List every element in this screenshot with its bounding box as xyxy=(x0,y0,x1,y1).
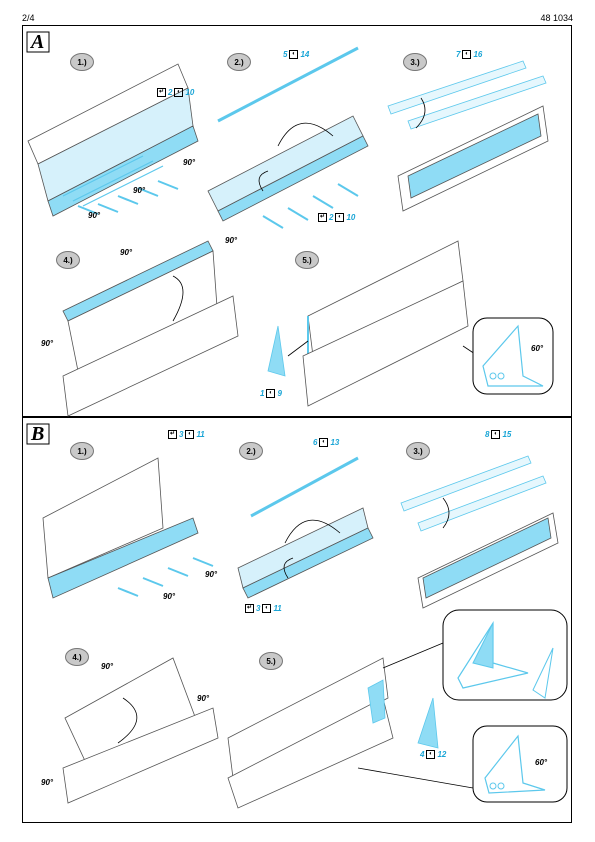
etch-icon: ◐ xyxy=(426,750,436,759)
a-step-2: 2.) xyxy=(227,53,251,71)
a-angle: 90° xyxy=(225,236,238,245)
a3-assembly xyxy=(387,60,549,212)
page-number: 2/4 xyxy=(22,13,35,23)
panel-b: B 1.) 2.) 3.) 4.) 5.) ↵3 ◐11 6◐13 ↵3 ◐11… xyxy=(22,417,572,823)
etch-icon: ◐ xyxy=(319,438,329,447)
a-step-1: 1.) xyxy=(70,53,94,71)
panel-b-drawings xyxy=(26,423,568,809)
a-angle: 90° xyxy=(41,339,54,348)
b-ref-3: ↵3 ◐11 xyxy=(245,604,282,613)
a-ref-4: 7◐16 xyxy=(456,50,483,59)
a-angle: 90° xyxy=(183,158,196,167)
etch-icon: ◐ xyxy=(262,604,272,613)
etch-icon: ◐ xyxy=(491,430,501,439)
a-ref-1: ↵2 ◐10 xyxy=(157,88,195,97)
b-angle: 90° xyxy=(163,592,176,601)
b-ref-2: 6◐13 xyxy=(313,438,340,447)
a4-assembly xyxy=(62,240,239,417)
etch-icon: ◐ xyxy=(335,213,345,222)
a-angle: 60° xyxy=(531,344,544,353)
bend-icon: ↵ xyxy=(245,604,254,613)
b-step-4: 4.) xyxy=(65,648,89,666)
b-step-2: 2.) xyxy=(239,442,263,460)
etch-icon: ◐ xyxy=(462,50,472,59)
b-ref-4: 8◐15 xyxy=(485,430,512,439)
b1-assembly xyxy=(42,457,214,599)
panel-b-label: B xyxy=(31,423,45,445)
a-ref-5: 1◐9 xyxy=(260,389,282,398)
bend-icon: ↵ xyxy=(157,88,166,97)
a1-assembly xyxy=(27,63,199,217)
b-ref-5: 4◐12 xyxy=(420,750,447,759)
b2-assembly xyxy=(237,456,374,599)
etch-icon: ◐ xyxy=(174,88,184,97)
b-angle: 90° xyxy=(205,570,218,579)
a-angle: 90° xyxy=(133,186,146,195)
panel-a: A 1.) 2.) 3.) 4.) 5.) ↵2 ◐10 5◐14 ↵2 ◐10… xyxy=(22,25,572,417)
b3-assembly xyxy=(400,455,559,609)
b-angle: 90° xyxy=(197,694,210,703)
a5-assembly xyxy=(267,240,494,407)
etch-icon: ◐ xyxy=(289,50,299,59)
b5-assembly xyxy=(227,642,474,809)
b-step-1: 1.) xyxy=(70,442,94,460)
product-code: 48 1034 xyxy=(540,13,573,23)
etch-icon: ◐ xyxy=(266,389,276,398)
b-ref-1: ↵3 ◐11 xyxy=(168,430,205,439)
a-ref-3: ↵2 ◐10 xyxy=(318,213,356,222)
bend-icon: ↵ xyxy=(168,430,177,439)
panel-a-drawings xyxy=(26,31,554,417)
a-angle: 90° xyxy=(88,211,101,220)
bend-icon: ↵ xyxy=(318,213,327,222)
a-ref-2: 5◐14 xyxy=(283,50,310,59)
etch-icon: ◐ xyxy=(185,430,195,439)
a2-assembly xyxy=(207,46,369,229)
panel-a-label: A xyxy=(31,31,45,53)
b-angle: 60° xyxy=(535,758,548,767)
b-angle: 90° xyxy=(101,662,114,671)
b-step-5: 5.) xyxy=(259,652,283,670)
a-step-3: 3.) xyxy=(403,53,427,71)
a-step-4: 4.) xyxy=(56,251,80,269)
b4-assembly xyxy=(62,657,219,804)
a-step-5: 5.) xyxy=(295,251,319,269)
a-angle: 90° xyxy=(120,248,133,257)
b-angle: 90° xyxy=(41,778,54,787)
b-step-3: 3.) xyxy=(406,442,430,460)
